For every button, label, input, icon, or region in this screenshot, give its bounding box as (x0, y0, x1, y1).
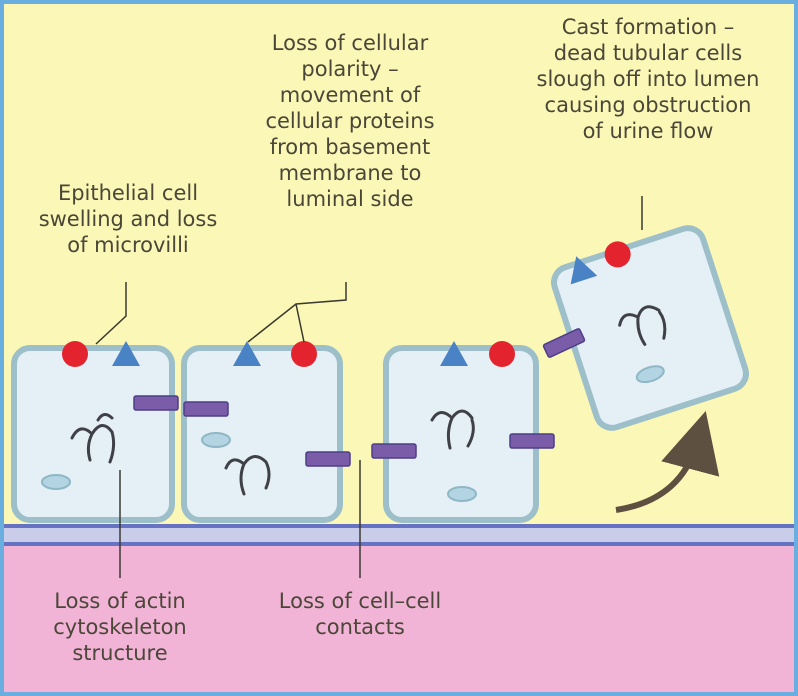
label-line: Loss of cellular (272, 31, 429, 55)
label-line: from basement (270, 135, 431, 159)
label-line: Loss of actin (54, 589, 185, 613)
blue-protein-icon (440, 341, 468, 366)
label-line: cellular proteins (265, 109, 434, 133)
label-line: swelling and loss (39, 207, 218, 231)
label-line: luminal side (286, 187, 413, 211)
label-line: of urine flow (583, 119, 714, 143)
red-protein-icon (62, 341, 88, 367)
junctions (133, 328, 586, 467)
nucleus-icon (447, 486, 477, 502)
actin-cytoskeleton-icon (70, 413, 116, 464)
label-line: membrane to (279, 161, 422, 185)
junction-protein-icon (542, 328, 586, 358)
label-line: of microvilli (67, 233, 189, 257)
nucleus-icon (635, 365, 665, 384)
tubular-cell-1 (11, 341, 175, 523)
red-protein-icon (489, 341, 515, 367)
leader-line-polarity (247, 282, 347, 343)
red-protein-icon (604, 241, 631, 268)
tubular-cell-2 (181, 341, 343, 523)
label-line: cytoskeleton (53, 615, 186, 639)
actin-cytoskeleton-icon (224, 455, 271, 496)
label-line: Cast formation – (562, 15, 735, 39)
actin-cytoskeleton-icon (618, 305, 667, 346)
blue-protein-icon (570, 256, 598, 285)
blue-protein-icon (233, 341, 261, 366)
junction-protein-icon (133, 395, 179, 411)
label-line: dead tubular cells (554, 41, 742, 65)
interstitium-region (4, 546, 794, 692)
junction-protein-icon (509, 433, 555, 449)
blue-protein-icon (112, 341, 140, 366)
leader-lines (95, 196, 643, 578)
basement-membrane (4, 524, 794, 546)
actin-cytoskeleton-icon (430, 409, 475, 450)
junction-protein-icon (305, 451, 351, 467)
junction-protein-icon (371, 443, 417, 459)
nucleus-icon (201, 432, 231, 448)
slough-arrow-icon (615, 411, 720, 513)
label-line: movement of (280, 83, 421, 107)
label-line: contacts (315, 615, 405, 639)
label-line: causing obstruction (545, 93, 752, 117)
nucleus-icon (41, 474, 71, 490)
label-line: structure (72, 641, 167, 665)
leader-line-swelling (95, 282, 127, 345)
label-line: slough off into lumen (537, 67, 760, 91)
label-line: Loss of cell–cell (279, 589, 441, 613)
tubular-cell-3 (383, 341, 539, 523)
tubular-cell-sloughed (551, 225, 749, 431)
junction-protein-icon (183, 401, 229, 417)
red-protein-icon (291, 341, 317, 367)
label-line: polarity – (301, 57, 398, 81)
label-line: Epithelial cell (58, 181, 198, 205)
